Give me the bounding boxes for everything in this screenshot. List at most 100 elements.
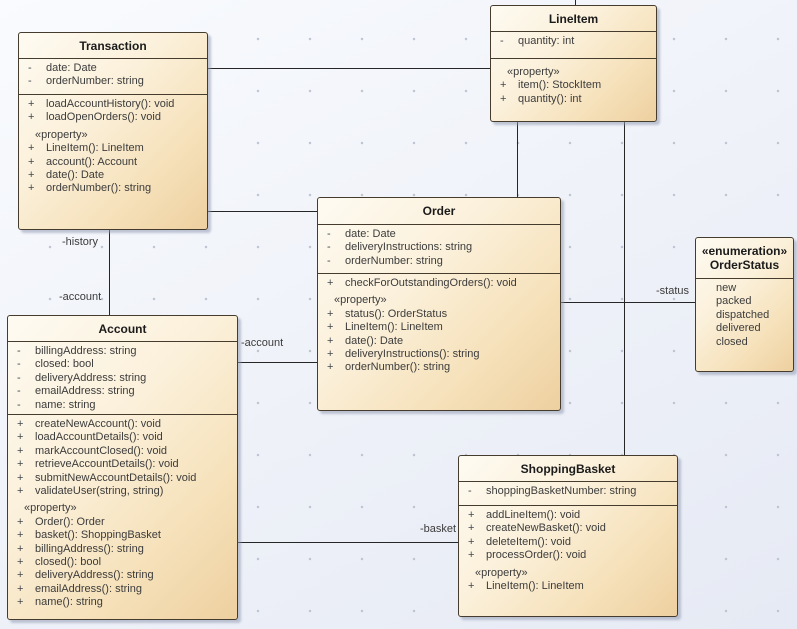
operation-row: +loadAccountDetails(): void [8, 431, 237, 444]
class-transaction[interactable]: Transaction-date: Date-orderNumber: stri… [18, 32, 208, 230]
operation-row: +date(): Date [318, 335, 560, 348]
connector-transaction-lineitem[interactable] [208, 68, 490, 70]
class-name: Order [422, 204, 456, 218]
class-title-account: Account [8, 316, 237, 341]
operation-row: + deliveryInstructions(): string [318, 348, 560, 361]
visibility-marker: + [327, 334, 334, 347]
operation-row: +account(): Account [19, 156, 207, 169]
visibility-marker: + [327, 347, 334, 360]
operation-row: + deleteItem(): void [459, 536, 677, 549]
connector-transaction-order[interactable] [208, 211, 317, 213]
operation-row-text: orderNumber(): string [46, 182, 152, 195]
attribute-row-text: shoppingBasketNumber: string [486, 485, 637, 497]
visibility-marker: - [28, 62, 32, 74]
operation-row-text: emailAddress(): string [35, 582, 142, 595]
visibility-marker: + [327, 321, 334, 334]
operation-row-text: name(): string [35, 596, 103, 609]
operation-row-text: Order(): Order [35, 515, 105, 528]
operation-row-text: LineItem(): LineItem [46, 142, 144, 155]
connector-account-shoppingbasket[interactable] [238, 542, 458, 544]
attributes-compartment: -quantity: int [491, 31, 656, 58]
operations-compartment: «property»+item(): StockItem+quantity():… [491, 58, 656, 121]
operation-row-text: createNewAccount(): void [35, 418, 161, 430]
attribute-row: - deliveryAddress: string [8, 372, 237, 385]
connector-lineitem-up[interactable] [575, 0, 577, 6]
operations-compartment: +checkForOutstandingOrders(): void«prope… [318, 273, 560, 410]
visibility-marker: + [28, 155, 35, 168]
connector-transaction-account[interactable] [109, 230, 111, 315]
visibility-marker: + [327, 307, 334, 320]
visibility-marker: + [468, 549, 475, 562]
visibility-marker: - [17, 358, 21, 371]
operation-row: + LineItem(): LineItem [318, 321, 560, 334]
operations-compartment: +loadAccountHistory(): void+loadOpenOrde… [19, 94, 207, 229]
visibility-marker: + [28, 111, 35, 124]
operation-row: +status(): OrderStatus [318, 308, 560, 321]
connector-account-order[interactable] [238, 362, 317, 364]
operation-row-text: deliveryInstructions(): string [345, 347, 480, 360]
operation-row-text: processOrder(): void [486, 549, 587, 562]
operation-row: «property» [8, 502, 237, 515]
operation-row-text: billingAddress(): string [35, 542, 144, 555]
connector-lineitem-shoppingbasket[interactable] [624, 122, 626, 455]
enum-literal-row: dispatched [716, 308, 770, 321]
operation-row: «property» [19, 129, 207, 142]
visibility-marker: + [500, 92, 507, 105]
visibility-marker: + [17, 542, 24, 555]
operation-row-text: «property» [334, 294, 387, 307]
class-name: ShoppingBasket [520, 461, 616, 476]
class-lineitem[interactable]: LineItem-quantity: int«property»+item():… [490, 5, 657, 122]
attribute-row-text: closed: bool [35, 358, 94, 371]
operation-row: +orderNumber(): string [19, 182, 207, 195]
enum-literal-row: packed [716, 295, 752, 308]
visibility-marker: - [327, 228, 331, 240]
visibility-marker: + [500, 79, 507, 92]
visibility-marker: + [468, 579, 475, 592]
visibility-marker: + [28, 142, 35, 155]
operation-row: + orderNumber(): string [318, 361, 560, 374]
attribute-row-text: emailAddress: string [35, 385, 135, 398]
visibility-marker: - [17, 345, 21, 357]
class-shoppingbasket[interactable]: ShoppingBasket - shoppingBasketNumber: str… [458, 455, 678, 617]
visibility-marker: + [468, 535, 475, 548]
enum-literal-row: new [716, 282, 737, 294]
connector-lineitem-order[interactable] [517, 122, 519, 197]
class-order[interactable]: Order-date: Date-deliveryInstructions: s… [317, 197, 561, 411]
visibility-marker: - [17, 371, 21, 384]
enum-literal-row: closed [716, 335, 748, 348]
visibility-marker: + [17, 582, 24, 595]
operation-row-text: LineItem(): LineItem [345, 321, 443, 334]
class-name: OrderStatus [709, 258, 780, 272]
operation-row: +loadAccountHistory(): void [19, 98, 207, 111]
visibility-marker: + [327, 361, 334, 374]
visibility-marker: + [17, 444, 24, 457]
attribute-row: -orderNumber: string [318, 255, 560, 268]
operation-row: +Order(): Order [8, 516, 237, 529]
operation-row: + LineItem(): LineItem [19, 142, 207, 155]
connector-label-role-account-trans: -account [59, 291, 102, 303]
operation-row: «property» [491, 66, 656, 79]
connector-order-orderstatus[interactable] [561, 302, 695, 304]
operation-row: +addLineItem(): void [459, 509, 677, 522]
class-title-lineitem: LineItem [491, 6, 656, 31]
connector-label-role-basket: -basket [420, 523, 457, 535]
attribute-row-text: deliveryAddress: string [35, 371, 147, 384]
attribute-row: -emailAddress: string [8, 385, 237, 398]
enum-literal-row: delivered [716, 322, 761, 335]
operation-row-text: orderNumber(): string [345, 361, 451, 374]
visibility-marker: - [468, 485, 472, 497]
operation-row-text: deleteItem(): void [486, 535, 571, 548]
visibility-marker: + [17, 569, 24, 582]
attribute-row: -date: Date [19, 62, 207, 75]
operation-row: «property» [318, 294, 560, 307]
operation-row-text: closed(): bool [35, 555, 102, 568]
attribute-row-text: billingAddress: string [35, 345, 137, 357]
class-account[interactable]: Account - billingAddress: string - closed: b… [7, 315, 238, 620]
operation-row: +item(): StockItem [491, 79, 656, 92]
visibility-marker: + [17, 529, 24, 542]
operation-row: +markAccountClosed(): void [8, 445, 237, 458]
attributes-compartment: -date: Date-orderNumber: string [19, 58, 207, 94]
